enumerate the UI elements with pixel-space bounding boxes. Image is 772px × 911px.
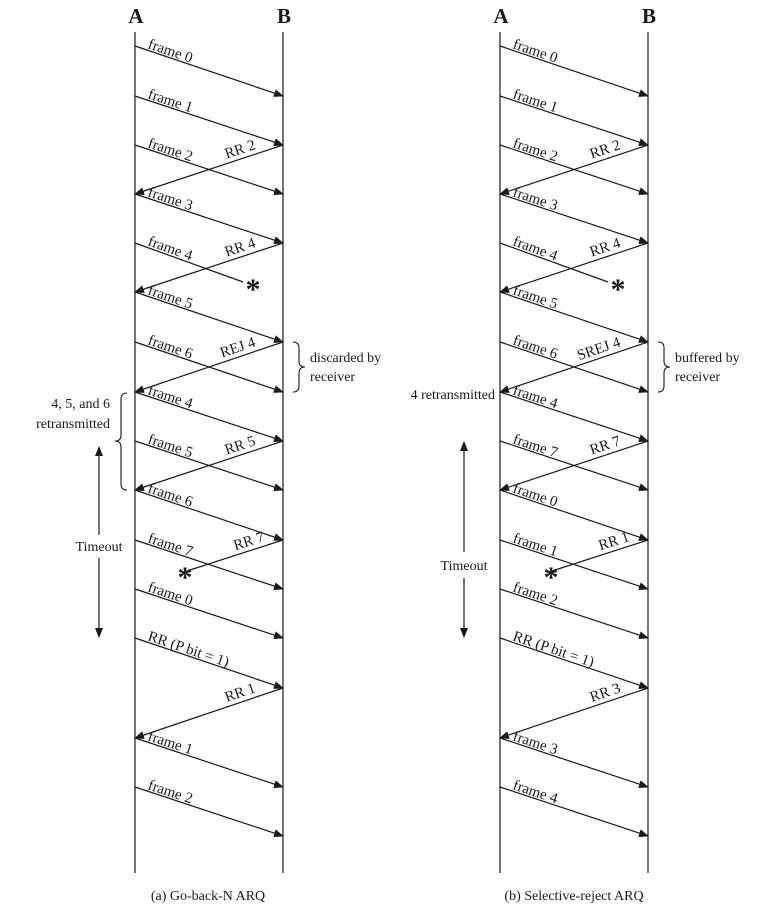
note-retransmitted: 4 retransmitted [411, 388, 495, 403]
label-srej-4: SREJ 4 [575, 334, 623, 364]
retransmitted-brace [114, 392, 128, 491]
timeout-label: Timeout [441, 559, 488, 574]
arrow-rr-3 [499, 687, 649, 739]
label-frame-1: frame 1 [146, 729, 195, 759]
label-frame-3: frame 3 [511, 729, 560, 759]
note-retransmitted-line2: retransmitted [36, 417, 110, 432]
lost-frame-asterisk: * [246, 273, 261, 306]
arrow-frame-6 [134, 489, 284, 541]
arrow-rr-p-bit-1 [134, 637, 284, 689]
lost-ack-asterisk: * [544, 561, 559, 594]
label-frame-0: frame 0 [511, 481, 560, 511]
label-frame-0: frame 0 [511, 37, 560, 67]
label-frame-3: frame 3 [146, 185, 195, 215]
arrow-frame-0 [134, 588, 284, 639]
label-frame-1: frame 1 [511, 531, 560, 561]
timeout-label: Timeout [76, 540, 123, 555]
label-frame-6: frame 6 [146, 481, 195, 511]
arrow-frame-2 [134, 786, 284, 837]
label-frame-4: frame 4 [146, 234, 195, 265]
label-frame-6: frame 6 [511, 333, 560, 363]
label-rr-p-bit-1: RR (P bit = 1) [146, 629, 231, 671]
label-frame-2: frame 2 [146, 778, 195, 808]
arrow-frame-3 [499, 193, 649, 244]
arrow-frame-5 [499, 291, 649, 343]
label-frame-5: frame 5 [146, 432, 195, 462]
label-frame-0: frame 0 [146, 37, 195, 67]
arrow-rr-4 [499, 242, 649, 293]
label-frame-1: frame 1 [146, 87, 195, 117]
label-frame-1: frame 1 [511, 87, 560, 117]
arrow-frame-0 [499, 489, 649, 541]
note-buffered-line2: receiver [675, 370, 720, 385]
buffered-brace [657, 341, 671, 393]
arrow-rr-2 [134, 144, 284, 195]
label-frame-5: frame 5 [511, 283, 560, 313]
arrow-rr-7 [183, 539, 284, 573]
arrow-rej-4 [134, 341, 284, 393]
note-retransmitted-line1: 4, 5, and 6 [51, 397, 110, 412]
arrow-frame-0 [499, 45, 649, 97]
label-frame-3: frame 3 [511, 185, 560, 215]
arrow-frame-1 [134, 95, 284, 146]
arrow-rr-1 [548, 539, 649, 573]
label-frame-4: frame 4 [511, 234, 560, 265]
arrow-frame-1 [499, 95, 649, 146]
arrow-rr-4 [134, 242, 284, 293]
label-rr-p-bit-1: RR (P bit = 1) [511, 629, 596, 671]
arrow-srej-4 [499, 341, 649, 393]
arrow-frame-2 [499, 588, 649, 639]
arrow-rr-1 [134, 687, 284, 739]
label-frame-7: frame 7 [146, 531, 195, 561]
arrow-frame-0 [134, 45, 284, 97]
arrow-frame-3 [499, 737, 649, 788]
station-b-header: B [642, 4, 656, 28]
arrow-rr-2 [499, 144, 649, 195]
discarded-brace [292, 341, 306, 393]
label-frame-2: frame 2 [146, 136, 195, 166]
arrow-frame-4 [134, 242, 244, 283]
arrow-rr-p-bit-1 [499, 637, 649, 689]
arrow-frame-1 [134, 737, 284, 788]
label-frame-6: frame 6 [146, 333, 195, 363]
label-frame-4: frame 4 [511, 778, 560, 808]
arrow-frame-4 [499, 242, 609, 283]
lost-ack-asterisk: * [178, 561, 193, 594]
arrow-frame-5 [134, 291, 284, 343]
station-a-header: A [128, 4, 144, 28]
note-buffered-line1: buffered by [675, 351, 740, 366]
label-frame-7: frame 7 [511, 432, 560, 462]
note-discarded-line1: discarded by [310, 351, 381, 366]
caption-selective-reject: (b) Selective-reject ARQ [504, 889, 643, 904]
arrow-rr-5 [134, 440, 284, 491]
label-frame-5: frame 5 [146, 283, 195, 313]
arrow-frame-4 [134, 391, 284, 442]
arrow-frame-4 [499, 391, 649, 442]
arrow-frame-4 [499, 786, 649, 837]
arrow-rr-7 [499, 440, 649, 491]
lost-frame-asterisk: * [611, 273, 626, 306]
label-frame-4: frame 4 [511, 383, 560, 413]
station-a-header: A [493, 4, 509, 28]
station-b-header: B [277, 4, 291, 28]
arrow-frame-3 [134, 193, 284, 244]
note-discarded-line2: receiver [310, 370, 355, 385]
caption-go-back-n: (a) Go-back-N ARQ [151, 889, 265, 904]
label-frame-2: frame 2 [511, 136, 560, 166]
label-frame-4: frame 4 [146, 383, 195, 413]
